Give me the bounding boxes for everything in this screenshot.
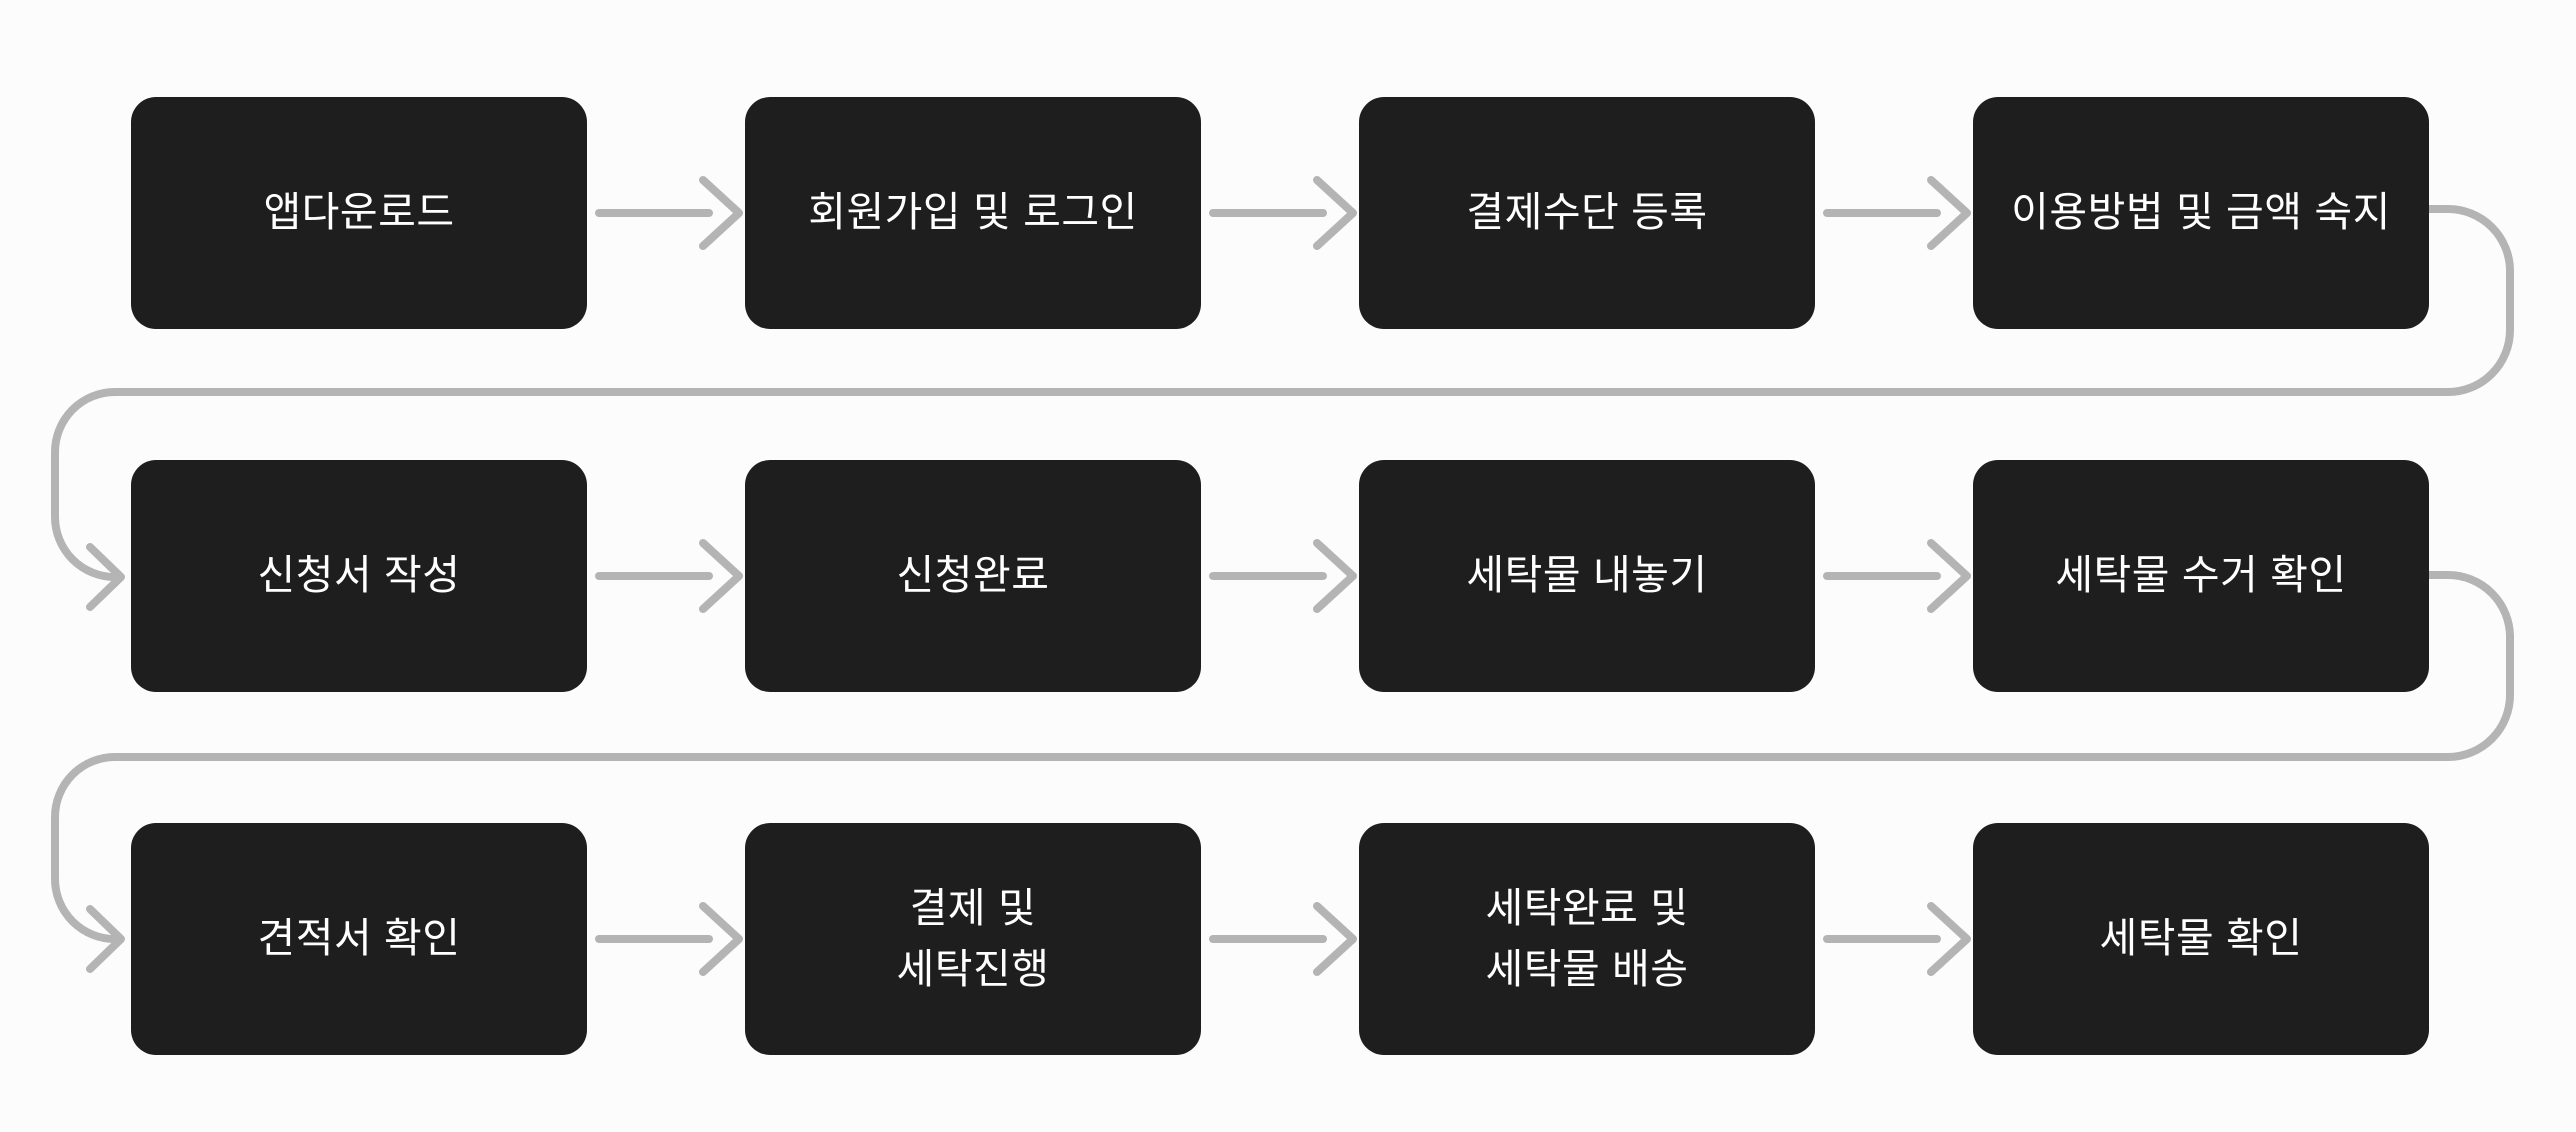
flow-step-payment-washing: 결제 및 세탁진행 — [745, 823, 1201, 1055]
flow-step-label: 세탁물 수거 확인 — [2055, 552, 2347, 599]
flow-step-label: 세탁물 확인 — [2099, 915, 2303, 962]
arrow-head-icon — [86, 905, 125, 973]
flow-step-label: 세탁물 내놓기 — [1466, 552, 1708, 599]
flow-step-put-out-laundry: 세탁물 내놓기 — [1359, 460, 1815, 692]
flow-step-check-quote: 견적서 확인 — [131, 823, 587, 1055]
arrow-right-icon — [1209, 539, 1357, 613]
arrow-right-icon — [1823, 902, 1971, 976]
flow-step-learn-usage-price: 이용방법 및 금액 숙지 — [1973, 97, 2429, 329]
flow-step-complete-delivery: 세탁완료 및 세탁물 배송 — [1359, 823, 1815, 1055]
flow-step-label: 신청서 작성 — [257, 552, 461, 599]
flow-step-label: 이용방법 및 금액 숙지 — [2011, 189, 2391, 236]
flow-step-application-complete: 신청완료 — [745, 460, 1201, 692]
arrow-right-icon — [1209, 902, 1357, 976]
flow-step-check-laundry: 세탁물 확인 — [1973, 823, 2429, 1055]
flow-step-label: 결제수단 등록 — [1466, 189, 1708, 236]
arrow-right-icon — [1209, 176, 1357, 250]
flow-step-pickup-confirm: 세탁물 수거 확인 — [1973, 460, 2429, 692]
flow-step-label: 회원가입 및 로그인 — [808, 189, 1138, 236]
flow-step-label: 앱다운로드 — [263, 189, 455, 236]
arrow-right-icon — [1823, 539, 1971, 613]
wrap-connector-row1-to-row2 — [51, 205, 2514, 611]
flow-step-register-payment: 결제수단 등록 — [1359, 97, 1815, 329]
arrow-right-icon — [595, 902, 743, 976]
flow-step-app-download: 앱다운로드 — [131, 97, 587, 329]
arrow-head-icon — [86, 543, 125, 611]
flow-step-label: 신청완료 — [896, 552, 1050, 599]
flow-step-signup-login: 회원가입 및 로그인 — [745, 97, 1201, 329]
wrap-connector-row2-to-row3 — [51, 571, 2514, 973]
arrow-right-icon — [595, 539, 743, 613]
flow-step-label: 결제 및 세탁진행 — [896, 884, 1050, 993]
arrow-right-icon — [1823, 176, 1971, 250]
flow-step-label: 세탁완료 및 세탁물 배송 — [1485, 884, 1689, 993]
flow-step-fill-application: 신청서 작성 — [131, 460, 587, 692]
flow-step-label: 견적서 확인 — [257, 915, 461, 962]
arrow-right-icon — [595, 176, 743, 250]
